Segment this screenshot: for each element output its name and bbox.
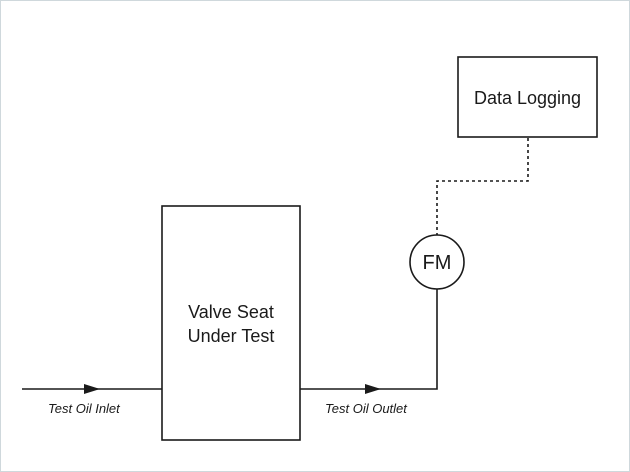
valve-label-line2: Under Test <box>188 326 275 346</box>
data-logging-label: Data Logging <box>474 88 581 108</box>
outlet-pipe <box>300 289 438 390</box>
valve-seat-box <box>161 205 301 441</box>
inlet-label: Test Oil Inlet <box>48 401 121 416</box>
data-logging-box <box>457 56 598 138</box>
inlet-arrow-icon <box>84 384 100 394</box>
flow-meter-label: FM <box>423 252 452 274</box>
valve-label-line1: Valve Seat <box>188 302 274 322</box>
signal-line <box>436 137 529 236</box>
outlet-label: Test Oil Outlet <box>325 401 408 416</box>
outlet-arrow-icon <box>365 384 381 394</box>
